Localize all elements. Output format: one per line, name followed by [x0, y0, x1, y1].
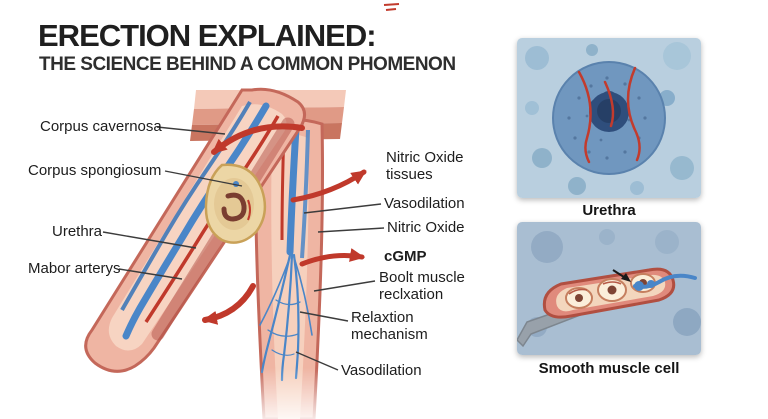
label-nitric-oxide: Nitric Oxide [387, 219, 465, 236]
nucleus [589, 91, 629, 132]
label-major-arteries: Mabor arterys [28, 260, 121, 277]
page-subtitle: THE SCIENCE BEHIND A COMMON PHOMENON [39, 54, 456, 75]
page-title: ERECTION EXPLAINED: [38, 18, 377, 53]
label-nitric-oxide-tissues: Nitric Oxide tissues [386, 149, 464, 183]
top-red-mark [383, 3, 400, 11]
nerve-fiber [633, 273, 697, 291]
background-cells [525, 42, 694, 195]
label-urethra: Urethra [52, 223, 103, 240]
capillaries [577, 66, 641, 164]
panel-smooth-muscle [517, 222, 701, 355]
label-corpus-cavernosa: Corpus cavernosa [40, 118, 162, 135]
label-vasodilation-bottom: Vasodilation [341, 362, 422, 379]
label-cgmp: cGMP [384, 248, 427, 265]
leader-lines [102, 126, 385, 371]
label-corpus-spongiosum: Corpus spongiosum [28, 162, 162, 179]
pointer-arrow [612, 269, 631, 282]
caption-smooth-muscle: Smooth muscle cell [538, 360, 680, 377]
cell-speckles [567, 76, 647, 160]
label-vasodilation-top: Vasodilation [384, 195, 465, 212]
urethra-micrograph-art [517, 38, 701, 198]
panel-urethra-micrograph [517, 38, 701, 198]
flow-arrows [202, 123, 367, 325]
label-relaxation-mechanism: Relaxtion mechanism [351, 309, 428, 343]
smooth-muscle-art [517, 222, 701, 355]
caption-urethra: Urethra [582, 202, 636, 219]
glans-structure [204, 163, 267, 244]
label-muscle-relaxation: Boolt muscle reclxation [379, 269, 465, 303]
